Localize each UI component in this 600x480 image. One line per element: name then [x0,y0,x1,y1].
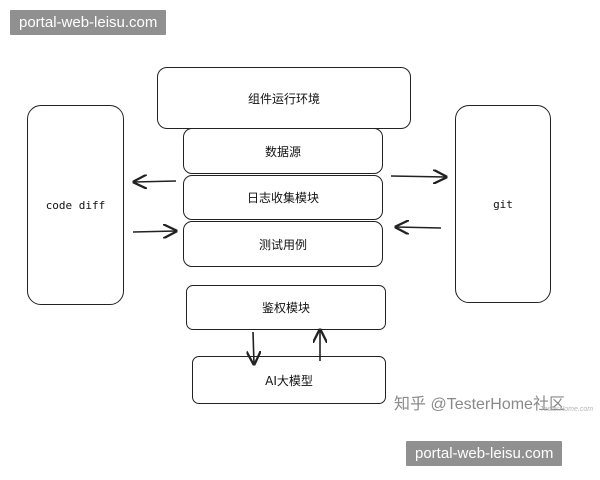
node-runtime: 组件运行环境 [157,67,411,129]
node-testcase: 测试用例 [183,221,383,267]
node-auth: 鉴权模块 [186,285,386,330]
node-ai-model: AI大模型 [192,356,386,404]
zhihu-watermark: 知乎 @TesterHome社区 [394,396,565,413]
watermark-top: portal-web-leisu.com [10,10,167,35]
node-code-diff: code diff [27,105,124,305]
edge-log-to-git [390,176,446,177]
node-git: git [455,105,551,303]
edge-codediff-to-testcase [132,231,176,232]
watermark-bottom: portal-web-leisu.com [406,441,563,466]
zhihu-watermark-sub: TesterHome.com [540,406,594,413]
edge-git-to-testcase [396,227,442,228]
edge-auth-to-aimodel [253,331,254,364]
node-datasource: 数据源 [183,128,383,174]
node-log-collect: 日志收集模块 [183,175,383,220]
edge-log-to-codediff [134,181,177,182]
